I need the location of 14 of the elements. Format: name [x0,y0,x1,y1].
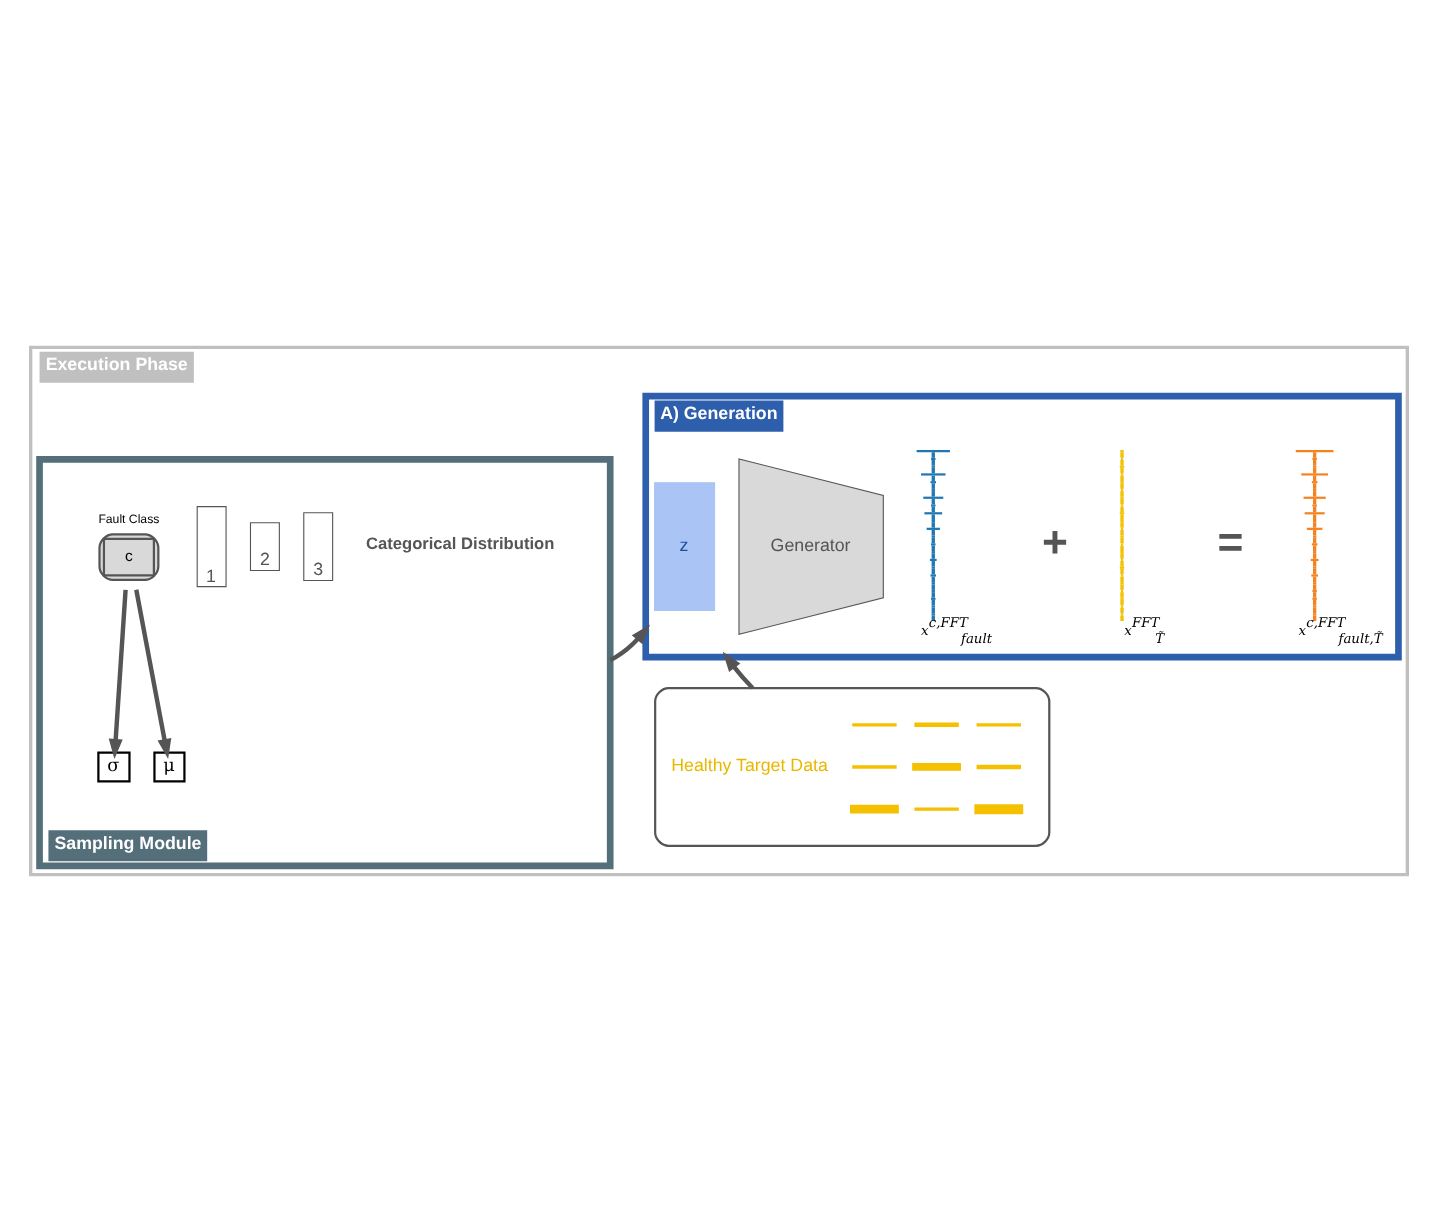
arrow [134,588,172,758]
node-box: 1 [196,505,227,587]
arrow [722,650,755,689]
node-box: z [654,481,716,610]
arrow [108,588,128,759]
label: Categorical Distribution [365,532,555,553]
node-box: σ [97,750,131,782]
node-box: Generator [738,457,884,635]
node-box: 3 [303,511,334,581]
node-box: μ [153,750,186,782]
label: + [1042,515,1069,566]
node-box: 2 [249,521,280,571]
label: = [1217,515,1244,566]
arrow [609,623,651,662]
